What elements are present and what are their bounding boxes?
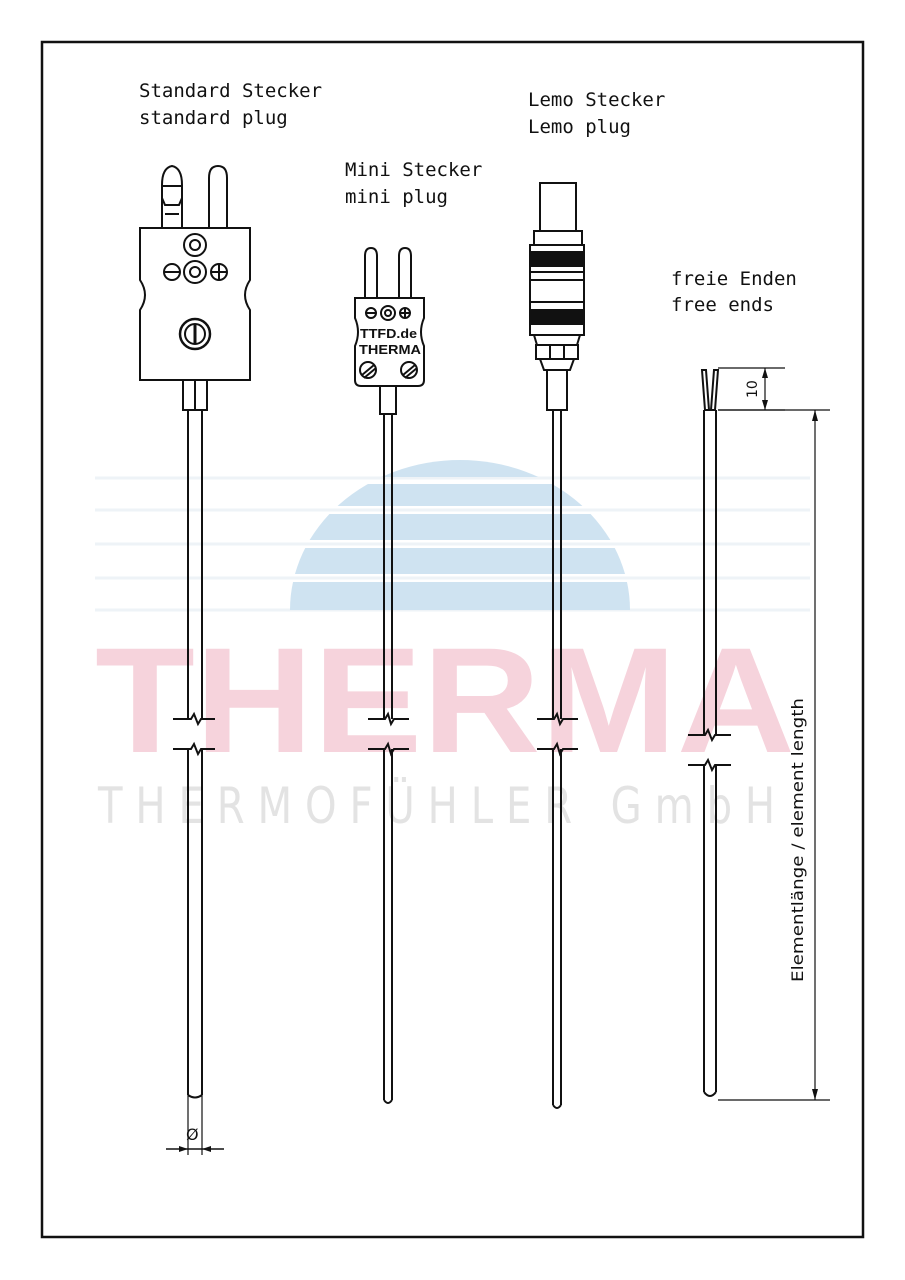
label-lemo-de: Lemo Stecker xyxy=(528,89,665,111)
standard-plug-pin-right xyxy=(208,164,228,228)
standard-plug xyxy=(139,164,251,1155)
mini-screw-left-icon xyxy=(359,361,377,379)
free-ends-cable xyxy=(703,409,717,1097)
mini-plug-text-1: TTFD.de xyxy=(360,326,417,341)
element-length-dimension xyxy=(718,409,830,1101)
standard-plug-hole-top xyxy=(183,233,207,257)
label-standard-en: standard plug xyxy=(139,107,288,129)
mini-break-symbol xyxy=(368,711,409,757)
watermark: THERMA THERMOFÜHLER GmbH xyxy=(95,460,810,835)
lemo-plug-cable xyxy=(552,410,562,1109)
lemo-grip-band-bottom xyxy=(529,309,585,325)
label-lemo-en: Lemo plug xyxy=(528,116,631,138)
mini-plug xyxy=(354,246,425,1104)
mini-plug-hole xyxy=(380,305,396,321)
mini-plug-text-2: THERMA xyxy=(359,342,422,357)
watermark-brand: THERMA xyxy=(95,616,795,784)
mini-screw-right-icon xyxy=(400,361,418,379)
lemo-break-symbol xyxy=(537,711,578,757)
label-standard-de: Standard Stecker xyxy=(139,80,322,102)
plus-screw-icon xyxy=(210,263,228,281)
mini-plug-body xyxy=(354,297,425,387)
lemo-plug-tip xyxy=(539,182,577,232)
label-free-de: freie Enden xyxy=(671,268,797,290)
mini-plug-strain-relief xyxy=(379,385,397,415)
standard-break-symbol xyxy=(173,711,215,757)
label-mini-de: Mini Stecker xyxy=(345,159,482,181)
minus-screw-icon xyxy=(163,263,181,281)
mini-minus-icon xyxy=(365,307,377,319)
free-ends xyxy=(688,369,731,1097)
mini-plug-cable xyxy=(383,414,393,1104)
drawing-frame xyxy=(40,40,865,1239)
watermark-subtitle: THERMOFÜHLER GmbH xyxy=(97,777,788,835)
free-ends-break-symbol xyxy=(688,727,731,773)
standard-plug-hole-center xyxy=(183,260,207,284)
diameter-symbol: Ø xyxy=(186,1125,199,1144)
lemo-plug-strain-relief xyxy=(546,369,568,411)
cable-clamp-screw-icon xyxy=(178,317,212,351)
free-end-length-value: 10 xyxy=(745,380,761,398)
lemo-plug-nut xyxy=(535,344,579,360)
standard-plug-cable xyxy=(187,410,203,1155)
free-end-wires xyxy=(700,369,720,411)
mini-plug-pin-left xyxy=(364,246,378,298)
mini-plus-icon xyxy=(399,307,411,319)
mini-plug-pin-right xyxy=(398,246,412,298)
diameter-dimension xyxy=(166,1146,224,1152)
lemo-grip-band-top xyxy=(529,251,585,267)
element-length-label: Elementlänge / element length xyxy=(788,698,807,982)
standard-plug-body xyxy=(139,227,251,381)
label-mini-en: mini plug xyxy=(345,186,448,208)
lemo-plug xyxy=(529,182,585,1109)
label-free-en: free ends xyxy=(671,294,774,316)
standard-plug-pin-left xyxy=(161,164,183,228)
